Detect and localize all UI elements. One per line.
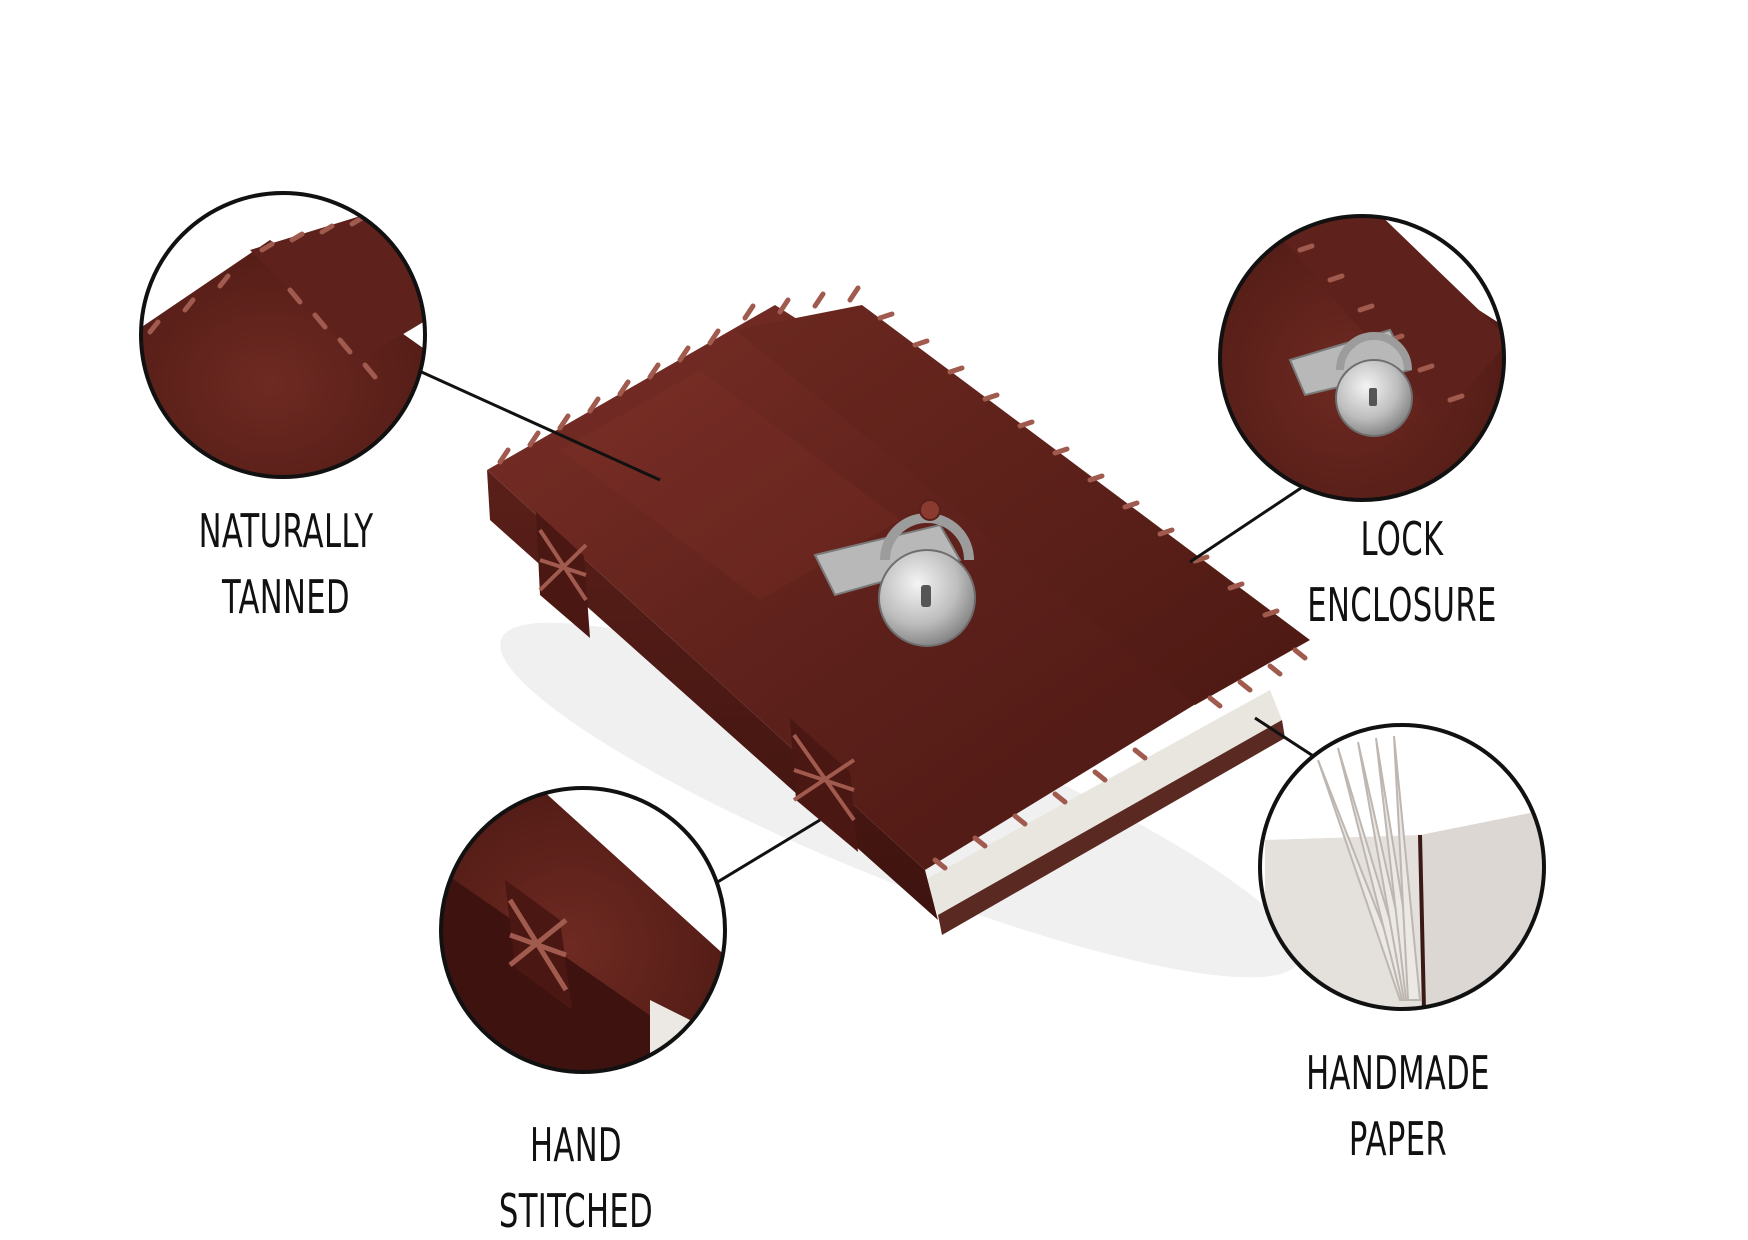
label-line: NATURALLY [198, 504, 374, 558]
label-handmade-paper: HANDMADE PAPER [1243, 1040, 1554, 1172]
label-line: HANDMADE [1306, 1046, 1490, 1100]
label-naturally-tanned: NATURALLY TANNED [131, 498, 442, 630]
leader-tanned [394, 358, 661, 482]
spine-stitch-1 [536, 512, 590, 638]
leader-lock [1189, 480, 1311, 564]
detail-handmade-paper [1258, 723, 1546, 1011]
label-hand-stitched: HAND STITCHED [421, 1112, 732, 1240]
label-line: HAND [530, 1118, 622, 1172]
spine-stitch-2 [790, 718, 858, 852]
label-line: TANNED [222, 570, 350, 624]
label-lock-enclosure: LOCK ENCLOSURE [1247, 506, 1558, 638]
label-line: STITCHED [498, 1184, 654, 1238]
journal-lock [813, 499, 976, 647]
detail-naturally-tanned [139, 191, 427, 479]
label-line: LOCK [1360, 512, 1444, 566]
detail-hand-stitched [439, 786, 727, 1074]
label-line: PAPER [1348, 1112, 1448, 1166]
label-line: ENCLOSURE [1307, 578, 1497, 632]
detail-lock-enclosure [1218, 214, 1506, 502]
journal-main [487, 285, 1310, 978]
